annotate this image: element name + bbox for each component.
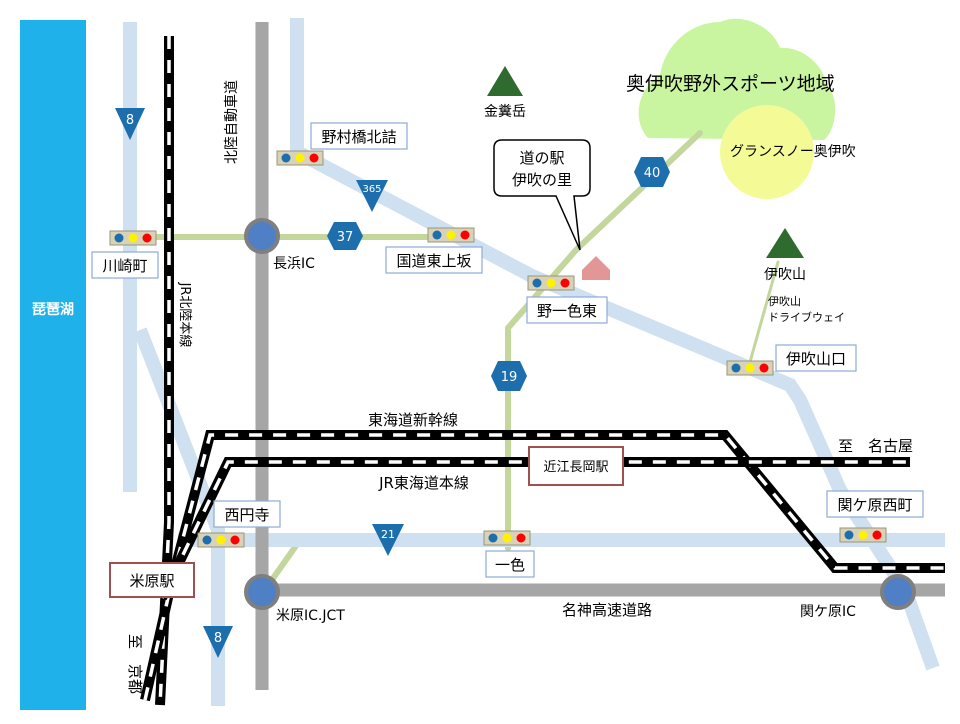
route-8-shield-north: 8 bbox=[115, 108, 145, 140]
lake-name: 琵琶湖 bbox=[32, 302, 74, 318]
route-8-north-number: 8 bbox=[126, 113, 134, 128]
saienji-label: 西円寺 bbox=[224, 506, 269, 524]
driveway-label-1: 伊吹山 bbox=[768, 295, 801, 308]
route-37-number: 37 bbox=[337, 230, 354, 245]
route-365-number: 365 bbox=[362, 184, 381, 195]
sekigahara-nishimachi-label: 関ケ原西町 bbox=[837, 496, 912, 514]
route-40-number: 40 bbox=[644, 166, 661, 181]
route-shields: 8 8 365 21 37 40 19 bbox=[115, 108, 670, 658]
route-21-shield: 21 bbox=[372, 524, 404, 556]
sports-area-title: 奥伊吹野外スポーツ地域 bbox=[626, 73, 835, 95]
sekigahara-ic-label: 関ケ原IC bbox=[800, 604, 856, 620]
kokudo-higashi-uesaka-label: 国道東上坂 bbox=[396, 252, 471, 270]
nagahama-ic-label: 長浜IC bbox=[273, 256, 315, 272]
driveway-label-2: ドライブウェイ bbox=[768, 310, 845, 324]
grand-snow-area bbox=[720, 105, 814, 199]
noisshiki-higashi-label: 野一色東 bbox=[537, 302, 597, 320]
michi-no-eki-line2: 伊吹の里 bbox=[512, 171, 572, 189]
signal-kokudo-higashi-uesaka bbox=[427, 227, 475, 243]
maibara-station-label: 米原駅 bbox=[129, 572, 174, 590]
isshiki-label: 一色 bbox=[495, 556, 525, 574]
route-37-shield: 37 bbox=[327, 222, 363, 250]
route-8-shield-south: 8 bbox=[203, 626, 233, 658]
michi-no-eki-line1: 道の駅 bbox=[519, 149, 564, 167]
nagahama-ic-marker bbox=[244, 218, 280, 254]
shinkansen-label: 東海道新幹線 bbox=[368, 411, 458, 429]
route-8-south-number: 8 bbox=[214, 631, 222, 646]
kawasakicho-label: 川崎町 bbox=[102, 257, 147, 275]
meishin-expressway-label: 名神高速道路 bbox=[562, 601, 652, 619]
nomurabashi-label: 野村橋北詰 bbox=[321, 128, 396, 146]
railways bbox=[140, 36, 945, 706]
grand-snow-label: グランスノー奥伊吹 bbox=[730, 143, 856, 160]
michi-no-eki-marker bbox=[582, 256, 610, 280]
ibukiyama-summit-icon bbox=[766, 228, 804, 258]
route-19-number: 19 bbox=[501, 370, 518, 385]
signal-sekigahara-nishimachi bbox=[839, 527, 887, 543]
interchanges bbox=[244, 218, 916, 610]
maibara-station-box bbox=[109, 562, 195, 598]
signal-saienji bbox=[197, 532, 245, 548]
ibukiyama-label: 伊吹山 bbox=[764, 267, 806, 283]
hokuriku-expressway-label: 北陸自動車道 bbox=[223, 80, 240, 164]
maibara-ic-marker bbox=[244, 574, 280, 610]
jr-tokaido-line bbox=[157, 457, 910, 601]
sekigahara-ic-marker bbox=[880, 574, 916, 610]
stations: 米原駅 近江長岡駅 bbox=[109, 446, 624, 598]
kinkeidake-summit-icon bbox=[487, 66, 523, 96]
ibuki-driveway-road bbox=[748, 260, 780, 364]
omi-nagaoka-station-box bbox=[528, 446, 624, 486]
signal-labels: 川崎町 野村橋北詰 国道東上坂 野一色東 伊吹山口 西円寺 一色 関ケ原西町 bbox=[91, 122, 924, 578]
shinkansen-line bbox=[140, 430, 945, 702]
mountains: 金糞岳 伊吹山 bbox=[484, 66, 806, 283]
route-21-number: 21 bbox=[381, 528, 395, 541]
jr-hokuriku-line bbox=[155, 36, 174, 706]
traffic-signals bbox=[109, 150, 887, 548]
route-19-shield: 19 bbox=[491, 361, 527, 391]
hokuriku-line-label: JR北陸本線 bbox=[177, 282, 193, 348]
nagoya-destination-label: 至 名古屋 bbox=[838, 437, 913, 455]
tokaido-line-label: JR東海道本線 bbox=[378, 474, 469, 492]
route-365-shield: 365 bbox=[356, 180, 388, 212]
signal-nomurabashi bbox=[276, 150, 324, 166]
kyoto-destination-label: 至 京都 bbox=[126, 634, 144, 694]
signal-isshiki bbox=[483, 530, 531, 546]
kinkeidake-label: 金糞岳 bbox=[484, 104, 526, 120]
signal-ibukiyamaguchi bbox=[726, 360, 774, 376]
maibara-ic-label: 米原IC.JCT bbox=[276, 608, 345, 624]
ibukiyamaguchi-label: 伊吹山口 bbox=[786, 350, 846, 368]
route-40-shield: 40 bbox=[634, 157, 670, 187]
lake-biwa bbox=[20, 20, 86, 710]
omi-nagaoka-station-label: 近江長岡駅 bbox=[543, 460, 608, 475]
michi-no-eki-callout: 道の駅 伊吹の里 bbox=[493, 139, 591, 251]
signal-kawasakicho bbox=[109, 230, 157, 246]
signal-noisshiki-higashi bbox=[527, 275, 575, 291]
